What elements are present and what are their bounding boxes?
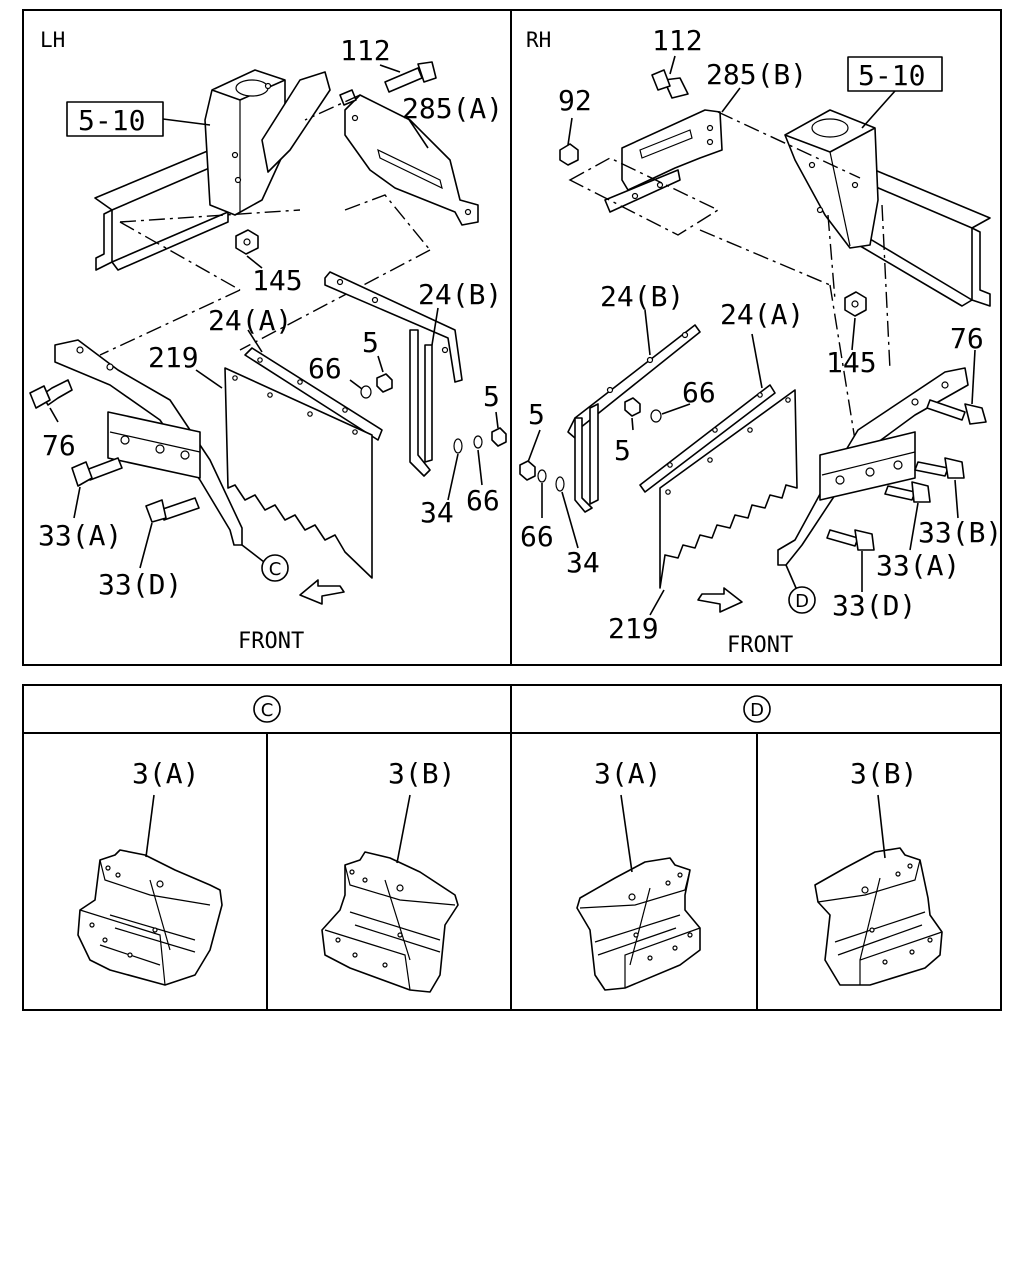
rh-bolt-33b: [914, 457, 965, 479]
rh-callout-34: 34: [566, 546, 600, 579]
lh-callout-5b: 5: [483, 380, 500, 413]
rh-mudguard-219: [659, 389, 798, 589]
lh-callout-66b: 66: [466, 484, 500, 517]
lh-callout-76: 76: [42, 429, 76, 462]
rh-frame-rail: [849, 167, 991, 307]
lh-callout-34: 34: [420, 496, 454, 529]
rh-bolt-33d: [826, 529, 875, 551]
detail-d-3b-bracket: [814, 847, 943, 986]
lh-stay-24b: [324, 271, 463, 477]
lh-callout-24a: 24(A): [208, 304, 292, 337]
rh-callout-24a: 24(A): [720, 298, 804, 331]
lh-nut-5b: [491, 427, 507, 447]
lh-callout-145: 145: [252, 264, 303, 297]
rh-callout-112: 112: [652, 24, 703, 57]
rh-bolt-76: [926, 399, 987, 425]
rh-nut-92: [559, 143, 579, 166]
lh-nut-5a: [376, 373, 393, 393]
rh-callout-285b: 285(B): [706, 58, 807, 91]
rh-bolt-33a: [884, 481, 931, 503]
rh-callout-219: 219: [608, 612, 659, 645]
lh-frame-rail: [94, 149, 229, 271]
rh-callout-5b: 5: [528, 398, 545, 431]
rh-detail-d-marker: [788, 586, 816, 614]
lh-callout-285a: 285(A): [402, 92, 503, 125]
rh-washer-66a: [650, 409, 662, 423]
rh-side-label: RH: [526, 28, 551, 52]
lh-mudguard-bracket: [54, 339, 243, 546]
detail-c-header-text: C: [261, 700, 274, 721]
rh-detail-d-text: D: [795, 591, 809, 612]
rh-callout-24b: 24(B): [600, 280, 684, 313]
rh-panel: RH 5-10: [519, 24, 1002, 658]
rh-callout-5a: 5: [614, 434, 631, 467]
lh-side-label: LH: [40, 28, 65, 52]
detail-d-3b-label: 3(B): [850, 757, 917, 790]
rh-spring-bracket: [784, 109, 879, 249]
rh-front-arrow: [697, 587, 743, 613]
lh-front-label: FRONT: [238, 629, 304, 654]
rh-stay-24b: [567, 324, 701, 513]
lh-ref-label: 5-10: [78, 104, 145, 137]
detail-d-header-marker: [743, 695, 771, 723]
detail-d-header-text: D: [750, 700, 764, 721]
lh-bolt-33a: [71, 457, 123, 487]
lh-callout-66a: 66: [308, 352, 342, 385]
rh-mudguard-bracket: [777, 367, 969, 566]
detail-c-3a-bracket: [77, 849, 223, 986]
lh-callout-5a: 5: [362, 326, 379, 359]
rh-bolt-112: [651, 69, 689, 99]
rh-washer-66b: [537, 469, 547, 483]
rh-front-label: FRONT: [727, 633, 793, 658]
detail-d-3a-bracket: [576, 857, 701, 991]
detail-c-header-marker: [253, 695, 281, 723]
detail-c-3b-label: 3(B): [388, 757, 455, 790]
lh-spring-bracket: [204, 69, 331, 216]
lh-callout-112: 112: [340, 34, 391, 67]
lh-detail-c-marker: [261, 554, 289, 582]
lh-washer-66a: [360, 385, 372, 399]
rh-nut-5a: [624, 397, 641, 417]
rh-callout-92: 92: [558, 84, 592, 117]
detail-d-3a-label: 3(A): [594, 757, 661, 790]
rh-stay-24a: [639, 384, 776, 493]
lh-callout-219: 219: [148, 341, 199, 374]
lh-washer-66b: [473, 435, 483, 449]
detail-c-3a-label: 3(A): [132, 757, 199, 790]
detail-c-3b-bracket: [321, 851, 459, 993]
lh-panel: LH 5-10: [29, 28, 507, 654]
rh-ref-label: 5-10: [858, 59, 925, 92]
rh-bracket-285b: [604, 109, 723, 213]
lh-callout-33d: 33(D): [98, 568, 182, 601]
rh-washer-34: [555, 476, 565, 492]
rh-callout-66a: 66: [682, 376, 716, 409]
rh-callout-145: 145: [826, 346, 877, 379]
lh-bolt-33d: [145, 497, 200, 523]
rh-callout-33a: 33(A): [876, 549, 960, 582]
rh-callout-33b: 33(B): [918, 516, 1002, 549]
lh-mudguard-219: [224, 367, 373, 579]
rh-callout-66b: 66: [520, 520, 554, 553]
lh-detail-c-text: C: [269, 559, 282, 580]
lh-bolt-76: [29, 379, 73, 409]
lh-stay-24a: [244, 347, 383, 441]
lh-front-arrow: [299, 579, 345, 605]
lh-nut-small: [339, 89, 357, 106]
lh-bolt-112: [384, 61, 437, 93]
lh-callout-24b: 24(B): [418, 278, 502, 311]
lh-callout-33a: 33(A): [38, 519, 122, 552]
rh-nut-5b: [519, 460, 536, 481]
rh-callout-76: 76: [950, 322, 984, 355]
rh-callout-33d: 33(D): [832, 589, 916, 622]
lh-washer-34: [453, 438, 463, 454]
